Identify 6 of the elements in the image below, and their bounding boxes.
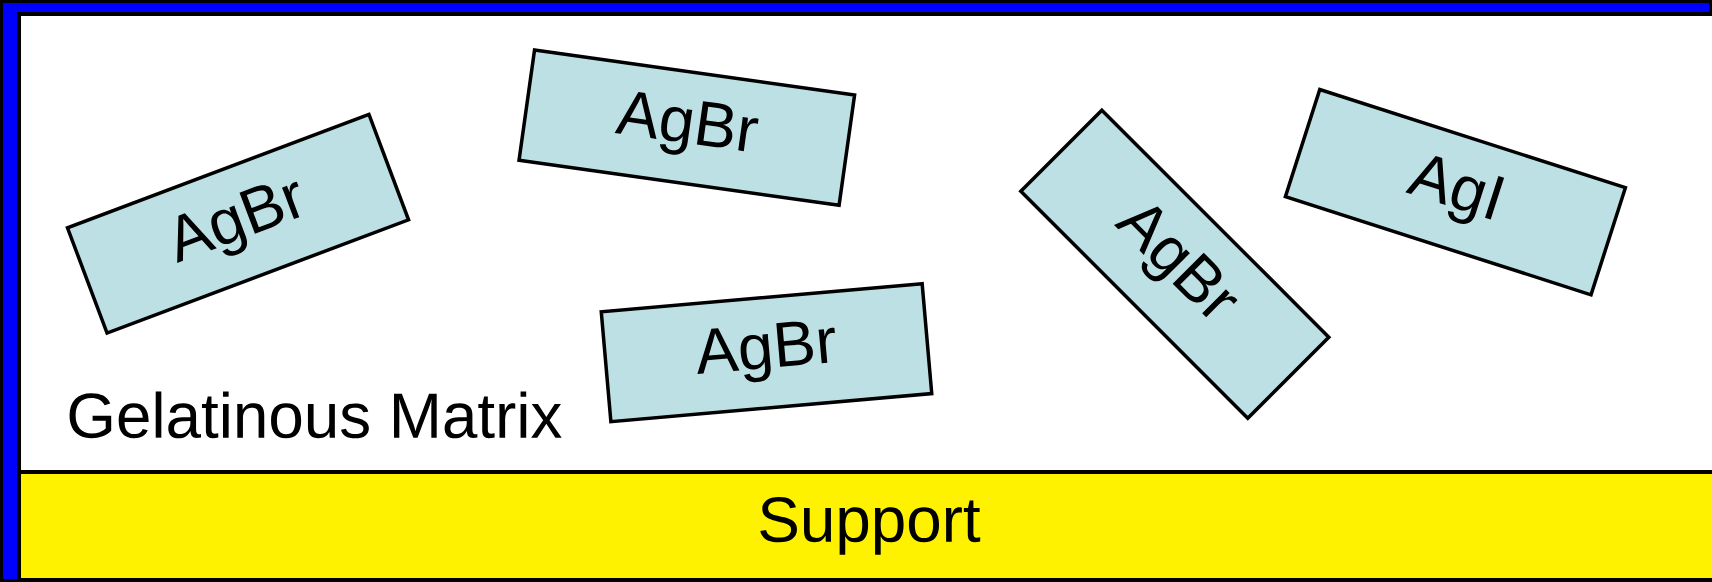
crystal-box: AgBr: [517, 48, 857, 208]
support-layer: Support: [17, 470, 1712, 582]
crystal-box: AgBr: [599, 281, 934, 424]
crystal-box: AgI: [1283, 87, 1628, 297]
crystal-box: AgBr: [65, 112, 411, 336]
layer-label: Gelatinous Matrix: [69, 391, 562, 439]
